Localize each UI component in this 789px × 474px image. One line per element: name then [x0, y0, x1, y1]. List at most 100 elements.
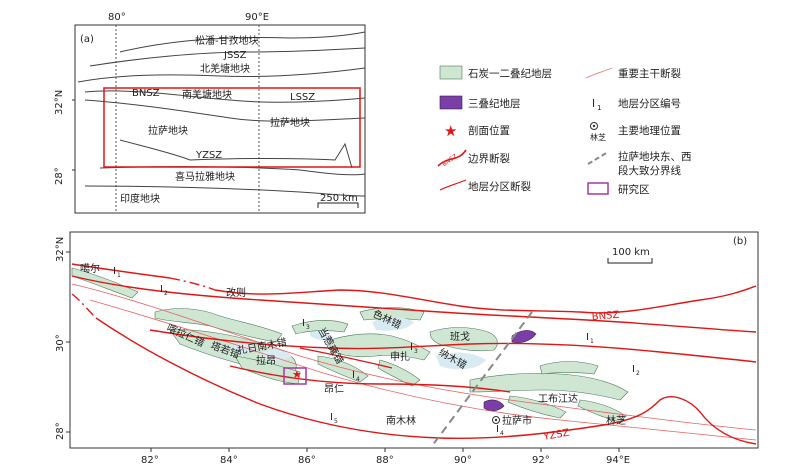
scale-bar-b: [607, 258, 653, 264]
legend-zone-symbol: I: [592, 98, 595, 110]
ew-boundary-line: [431, 311, 533, 447]
legend-zone-sub: 1: [597, 104, 601, 112]
zone-i5-sub: 5: [334, 418, 338, 425]
label-songpan: 松潘-甘孜地块: [195, 34, 259, 47]
lat-tick-30-b: 30°: [55, 334, 66, 352]
legend-zone-number: 地层分区编号: [618, 97, 681, 110]
zone-i3-b-sub: 3: [414, 348, 418, 355]
legend-geo-location: 主要地理位置: [618, 124, 681, 137]
triassic-patch-north: [511, 330, 537, 344]
yzsz-fault-main: [95, 317, 757, 445]
legend-triassic: 三叠纪地层: [468, 97, 521, 110]
zone-i2-w: I: [160, 284, 163, 295]
label-yzsz-b: YZSZ: [542, 428, 571, 444]
lakes: [230, 317, 486, 370]
scale-label-a: 250 km: [320, 193, 358, 204]
zone-i1-w: I: [113, 266, 116, 277]
strata-patch: [539, 361, 599, 375]
legend-location-dot: [592, 124, 596, 128]
panel-a-frame: [74, 24, 366, 214]
lhasa-location-dot: [494, 418, 498, 422]
panel-b-label: (b): [733, 236, 747, 247]
zone-i3: I: [302, 318, 305, 329]
zone-i1-e-sub: 1: [590, 338, 594, 345]
legend-star-icon: ★: [444, 122, 457, 140]
place-nyingchi: 林芝: [606, 414, 626, 427]
legend: 石炭一二叠纪地层 三叠纪地层 ★ 剖面位置 BNSZ 边界断裂 地层分区断裂 重…: [437, 65, 692, 196]
zone-i4-sub: 4: [356, 376, 360, 383]
label-lssz: LSSZ: [290, 92, 315, 103]
lon-tick-84: 84°: [220, 455, 238, 466]
lake-selin: [372, 317, 414, 331]
legend-main-fault: 重要主干断裂: [618, 67, 681, 80]
legend-stratum-fault-icon: [439, 179, 467, 191]
legend-boundary-fault: 边界断裂: [468, 152, 510, 165]
stratum-fault-3: [229, 365, 511, 393]
label-yzsz: YZSZ: [195, 150, 222, 161]
strata-patch: [469, 372, 629, 401]
lat-tick-32n-a: 32°N: [54, 90, 65, 115]
stratum-fault-1: [71, 275, 757, 333]
legend-swatch-carb-perm: [439, 65, 463, 80]
study-area-box: [283, 367, 307, 385]
lat-tick-28-b: 28°: [55, 422, 66, 440]
zone-i5: I: [330, 412, 333, 423]
place-lhasa: 拉萨市: [502, 414, 532, 427]
legend-stratum-fault: 地层分区断裂: [468, 180, 531, 193]
place-renbu: 拉昂: [256, 354, 276, 367]
panel-b: (b) 32°N 30° 28° 82° 84° 86° 88° 90° 92°…: [55, 231, 759, 466]
zone-i2-e: I: [632, 364, 635, 375]
stratum-fault-2: [149, 329, 757, 363]
zone-i2-e-sub: 2: [636, 370, 640, 377]
strata-patch: [317, 355, 369, 383]
panel-a-label: (a): [80, 34, 94, 45]
label-india: 印度地块: [120, 192, 160, 205]
lon-tick-90: 90°: [454, 455, 472, 466]
lhasa-location-icon: [492, 416, 500, 424]
yzsz-fault-dashed: [71, 293, 97, 319]
zone-i4-e: I: [496, 424, 499, 435]
boundary-line: [77, 67, 366, 83]
panel-a: (a) 80° 90°E 32°N 28° 松潘-甘孜地块 JSSZ 北羌塘地块…: [54, 12, 366, 214]
legend-nyingchi-symbol: 林芝: [590, 132, 606, 142]
legend-ew-boundary-1: 拉萨地块东、西: [618, 150, 692, 163]
lon-tick-92: 92°: [532, 455, 550, 466]
zone-i4-e-sub: 4: [500, 430, 504, 437]
label-lhasa-e: 拉萨地块: [270, 116, 310, 129]
zone-i2-w-sub: 2: [164, 290, 168, 297]
strata-patch: [291, 320, 349, 335]
place-angren: 昂仁: [324, 383, 344, 395]
lake-taruo: [230, 343, 256, 353]
yzsz-line-east: [189, 142, 353, 169]
yzsz-line-west: [119, 139, 191, 161]
lat-tick-28-a: 28°: [54, 167, 65, 185]
legend-boundary-fault-icon: [437, 149, 467, 167]
place-shenzha: 申扎: [390, 350, 410, 363]
legend-ew-boundary-2: 段大致分界线: [618, 164, 681, 177]
lon-tick-86: 86°: [298, 455, 316, 466]
india-line: [84, 185, 366, 197]
lon-tick-82: 82°: [141, 455, 159, 466]
zone-i1-w-sub: 1: [117, 272, 121, 279]
label-jssz: JSSZ: [223, 50, 247, 61]
triassic-patch-south: [483, 399, 505, 412]
label-himalaya: 喜马拉雅地块: [175, 170, 235, 183]
lon-tick-80: 80°: [108, 12, 126, 23]
bnsz-fault-dashed: [169, 277, 216, 291]
section-star-icon: ★: [292, 368, 302, 381]
place-gongbu: 工布江达: [538, 393, 578, 405]
legend-location-icon: [590, 122, 598, 130]
zone-i4: I: [352, 370, 355, 381]
place-namling: 南木林: [386, 414, 416, 427]
zone-i3-b: I: [410, 342, 413, 353]
lake-zhari: [262, 349, 292, 361]
lake-dangre: [310, 331, 334, 341]
jssz-line: [89, 47, 366, 67]
legend-section: 剖面位置: [468, 124, 510, 137]
lssz-line: [84, 99, 366, 122]
label-south-qiangtang: 南羌塘地块: [182, 88, 232, 101]
scale-bar-a: [317, 202, 359, 208]
legend-study-area-icon: [587, 182, 609, 195]
main-fault-2: [89, 299, 757, 441]
